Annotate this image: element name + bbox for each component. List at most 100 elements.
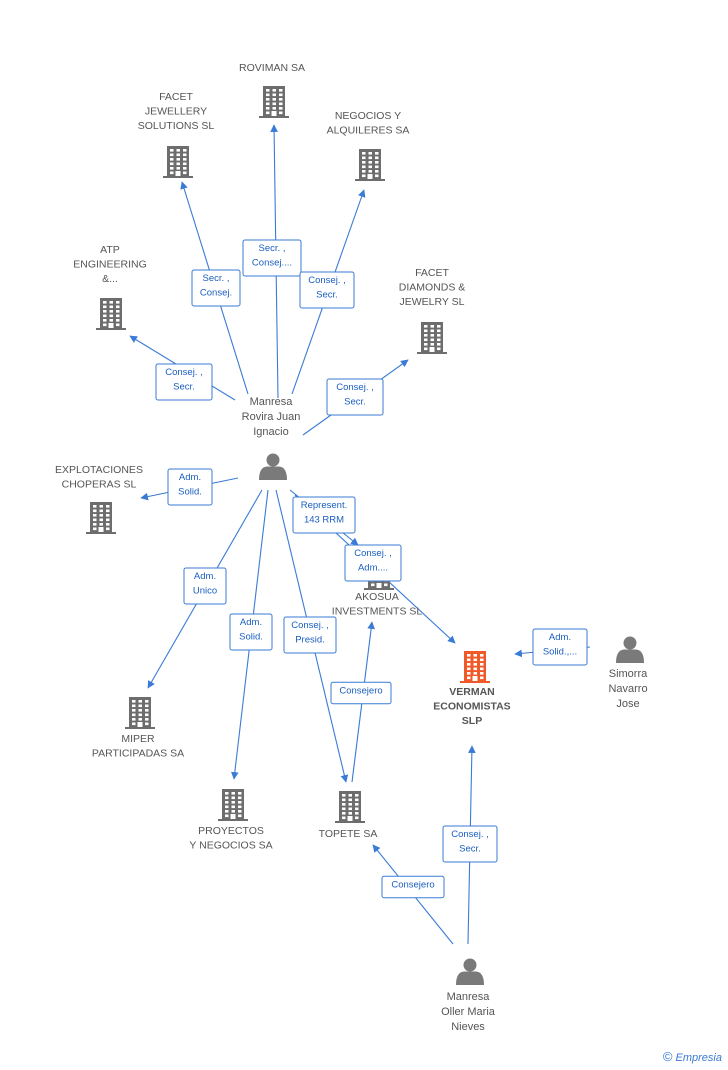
edge-label-box bbox=[381, 875, 445, 899]
node-label: EXPLOTACIONES bbox=[55, 464, 143, 476]
node-roviman[interactable]: ROVIMAN SA bbox=[239, 62, 305, 118]
building-icon[interactable] bbox=[417, 322, 447, 354]
node-label: AKOSUA bbox=[355, 591, 399, 603]
node-label: Y NEGOCIOS SA bbox=[189, 840, 272, 852]
edge-label-text: 143 RRM bbox=[304, 515, 344, 526]
edge-label-topete-to-akosua[interactable]: Consejero bbox=[330, 681, 392, 705]
edge-label-box bbox=[532, 628, 588, 666]
node-label: ALQUILERES SA bbox=[327, 125, 410, 137]
building-icon[interactable] bbox=[218, 789, 248, 821]
edge-label-text: Adm.... bbox=[358, 563, 388, 574]
edge-label-manresa_rovira-to-atp[interactable]: Consej. , Secr. bbox=[155, 363, 213, 401]
node-label: TOPETE SA bbox=[319, 828, 378, 840]
node-explotaciones[interactable]: EXPLOTACIONES CHOPERAS SL bbox=[55, 464, 143, 534]
node-label: PARTICIPADAS SA bbox=[92, 748, 184, 760]
edge-label-manresa_oller-to-topete[interactable]: Consejero bbox=[381, 875, 445, 899]
edge-label-text: Consej. , bbox=[308, 275, 346, 286]
edge-label-box bbox=[330, 681, 392, 705]
node-label: &... bbox=[102, 273, 118, 285]
node-label: VERMAN bbox=[449, 686, 495, 698]
node-label: ATP bbox=[100, 244, 120, 256]
node-label: PROYECTOS bbox=[198, 825, 264, 837]
edge-label-manresa_rovira-to-akosua[interactable]: Represent.143 RRM bbox=[292, 496, 356, 534]
node-label: ECONOMISTAS bbox=[433, 701, 510, 713]
node-label: SLP bbox=[462, 715, 482, 727]
edge-label-manresa_rovira-to-miper[interactable]: Adm.Unico bbox=[183, 567, 227, 605]
node-label: SOLUTIONS SL bbox=[138, 120, 215, 132]
edge-label-manresa_rovira-to-negocios[interactable]: Consej. , Secr. bbox=[299, 271, 355, 309]
building-icon[interactable] bbox=[163, 146, 193, 178]
node-label: ENGINEERING bbox=[73, 259, 147, 271]
edge-label-text: Solid.,... bbox=[543, 647, 577, 658]
edge-label-box bbox=[167, 468, 213, 506]
building-icon[interactable] bbox=[355, 149, 385, 181]
edge-label-text: Consej. , bbox=[165, 367, 203, 378]
edge-label-text: Consej. , bbox=[336, 382, 374, 393]
edge-label-text: Secr. bbox=[173, 382, 195, 393]
edge-label-text: Adm. bbox=[179, 472, 201, 483]
edge-label-text: Presid. bbox=[295, 635, 325, 646]
building-icon[interactable] bbox=[96, 298, 126, 330]
edge-label-manresa_rovira-to-explotaciones[interactable]: Adm. Solid. bbox=[167, 468, 213, 506]
edge-label-text: Secr. bbox=[316, 290, 338, 301]
node-label: Jose bbox=[616, 698, 639, 710]
edge-label-simorra-to-verman[interactable]: Adm.Solid.,... bbox=[532, 628, 588, 666]
node-label: Navarro bbox=[608, 683, 647, 695]
node-label: DIAMONDS & bbox=[399, 282, 466, 294]
node-label: Manresa bbox=[250, 396, 294, 408]
building-icon[interactable] bbox=[125, 697, 155, 729]
edge-label-manresa_rovira-to-facet_diamonds[interactable]: Consej. ,Secr. bbox=[326, 378, 384, 416]
building-icon[interactable] bbox=[86, 502, 116, 534]
edge-label-text: Solid. bbox=[239, 632, 263, 643]
building-icon[interactable] bbox=[460, 651, 490, 683]
node-label: Ignacio bbox=[253, 426, 288, 438]
edge-label-manresa_rovira-to-proyectos[interactable]: Adm. Solid. bbox=[229, 613, 273, 651]
node-proyectos[interactable]: PROYECTOS Y NEGOCIOS SA bbox=[189, 789, 273, 852]
building-icon[interactable] bbox=[335, 791, 365, 823]
edge-label-text: Solid. bbox=[178, 487, 202, 498]
edge-label-text: Adm. bbox=[240, 617, 262, 628]
edge-label-manresa_rovira-to-roviman[interactable]: Secr. ,Consej.... bbox=[242, 239, 302, 277]
edge-label-box bbox=[183, 567, 227, 605]
edge-label-box bbox=[191, 269, 241, 307]
node-topete[interactable]: TOPETE SA bbox=[319, 791, 378, 840]
edge-label-manresa_oller-to-verman[interactable]: Consej. ,Secr. bbox=[442, 825, 498, 863]
person-icon[interactable] bbox=[259, 453, 287, 481]
edge-label-text: Adm. bbox=[194, 571, 216, 582]
node-negocios[interactable]: NEGOCIOS Y ALQUILERES SA bbox=[327, 110, 410, 181]
edge-label-manresa_rovira-to-verman[interactable]: Consej. , Adm.... bbox=[344, 544, 402, 582]
edge-label-box bbox=[344, 544, 402, 582]
edge-label-manresa_rovira-to-facet_jewellery[interactable]: Secr. ,Consej. bbox=[191, 269, 241, 307]
edge-label-text: Consejero bbox=[391, 879, 434, 890]
node-label: CHOPERAS SL bbox=[62, 479, 137, 491]
person-icon[interactable] bbox=[616, 636, 644, 664]
edge-label-manresa_rovira-to-topete[interactable]: Consej. , Presid. bbox=[283, 616, 337, 654]
edge-label-text: Consejero bbox=[339, 685, 382, 696]
edge-label-box bbox=[299, 271, 355, 309]
edge-label-box bbox=[229, 613, 273, 651]
node-label: INVESTMENTS SL bbox=[332, 606, 423, 618]
building-icon[interactable] bbox=[259, 86, 289, 118]
node-label: Manresa bbox=[447, 991, 491, 1003]
edge-label-text: Consej. , bbox=[354, 548, 392, 559]
node-verman[interactable]: VERMAN ECONOMISTAS SLP bbox=[433, 651, 511, 727]
edge-label-text: Consej. , bbox=[451, 829, 489, 840]
person-icon[interactable] bbox=[456, 958, 484, 986]
brand-footer[interactable]: © Empresia bbox=[663, 1049, 722, 1064]
node-atp[interactable]: ATP ENGINEERING &... bbox=[73, 244, 147, 330]
node-label: Simorra bbox=[609, 668, 648, 680]
node-label: Rovira Juan bbox=[242, 411, 301, 423]
edge-label-text: Consej. , bbox=[291, 620, 329, 631]
node-label: NEGOCIOS Y bbox=[335, 110, 401, 122]
node-label: FACET bbox=[159, 91, 193, 103]
node-label: Oller Maria bbox=[441, 1006, 496, 1018]
edge-label-text: Consej.... bbox=[252, 258, 292, 269]
